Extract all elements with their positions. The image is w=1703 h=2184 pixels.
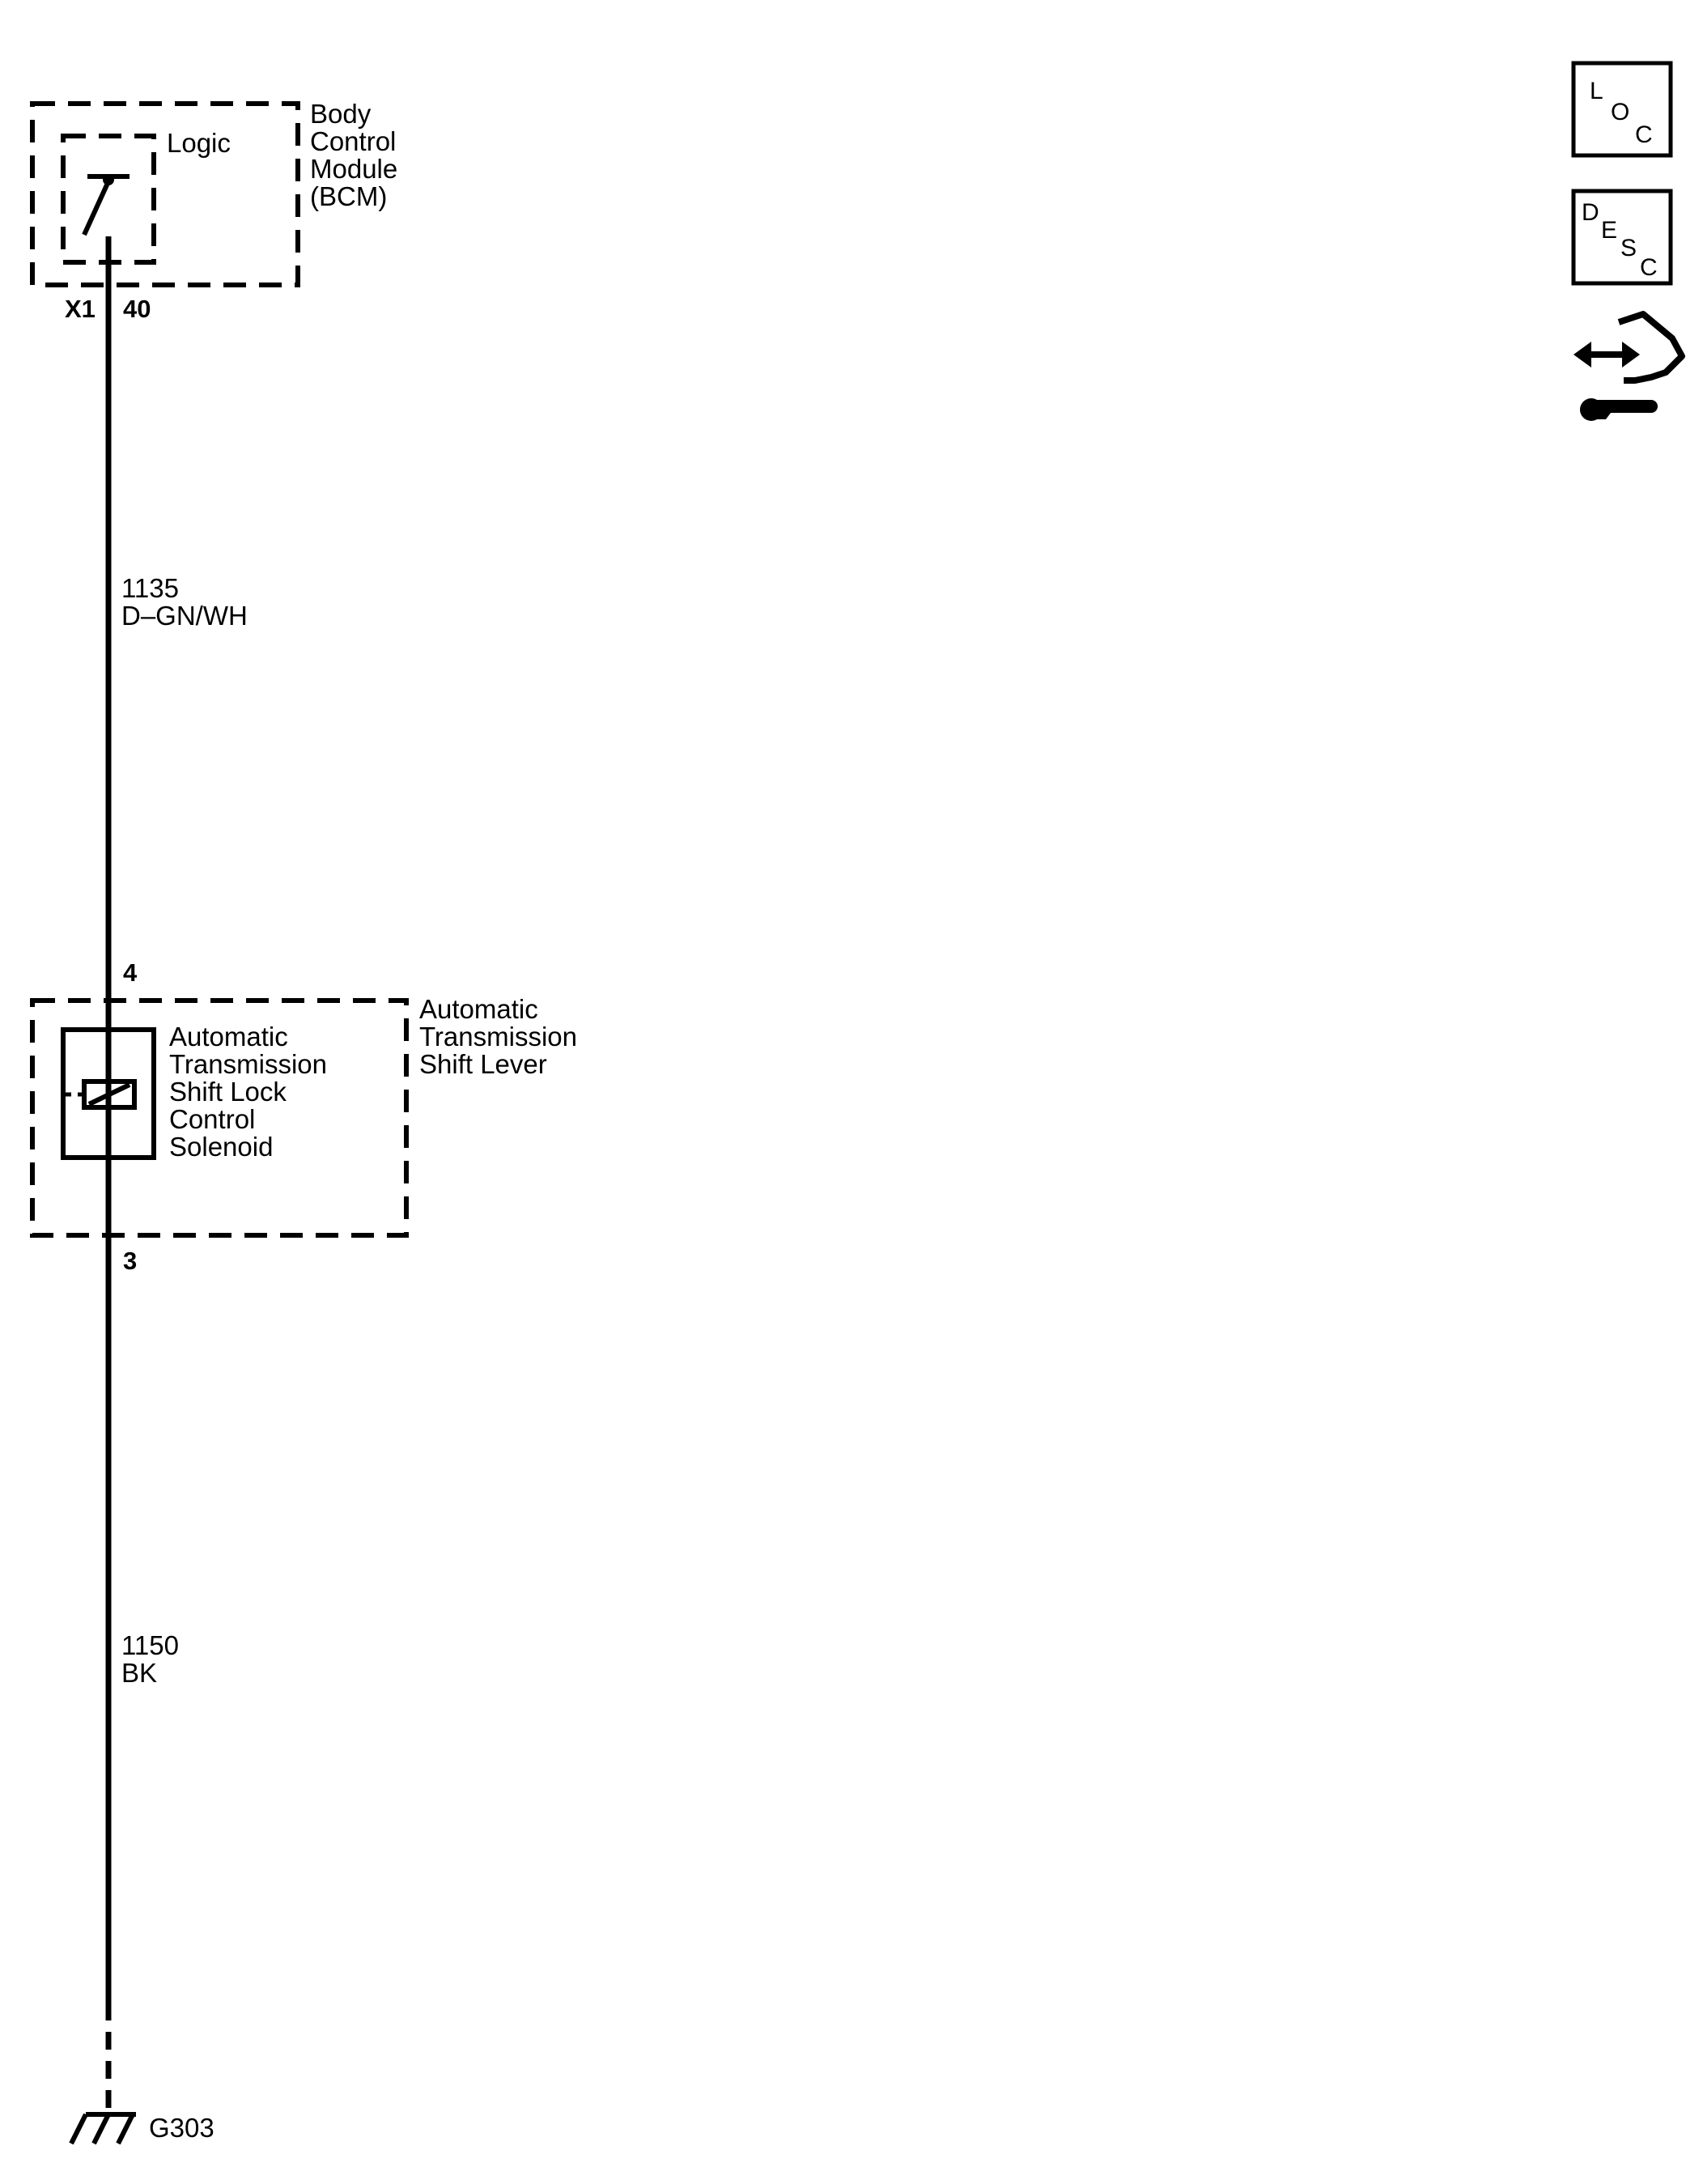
desc-icon-letter-c: C: [1640, 254, 1658, 281]
ground-hatch-2: [91, 2113, 111, 2145]
desc-icon-letter-s: S: [1620, 235, 1637, 261]
desc-icon-frame: [1571, 189, 1673, 286]
ground-hatch-3: [116, 2113, 135, 2145]
solenoid-label-line-5: Solenoid: [169, 1132, 273, 1162]
shift-lever-module: 4 Automatic Transmission Shift Lock Cont…: [30, 958, 577, 1275]
bcm-name-line-4: (BCM): [310, 181, 387, 211]
shift-lever-boundary: [30, 998, 409, 1238]
shift-lever-name-line-2: Transmission: [419, 1022, 577, 1052]
connector-end-view-icon-arrow-right: [1622, 342, 1640, 368]
desc-icon[interactable]: D E S C: [1571, 189, 1673, 286]
connector-end-view-icon-wrench: [1585, 400, 1658, 419]
loc-icon-letter-c: C: [1635, 121, 1653, 148]
bcm-name-line-2: Control: [310, 126, 396, 156]
loc-icon-frame: [1571, 61, 1673, 158]
bcm-connector-label: X1: [65, 295, 96, 323]
ground-g303: G303: [69, 2003, 214, 2145]
connector-end-view-icon[interactable]: [1573, 311, 1685, 421]
wire-bottom-circuit: 1150: [121, 1630, 179, 1660]
desc-icon-letter-e: E: [1601, 217, 1617, 244]
connector-end-view-icon-arrow-left: [1573, 342, 1591, 368]
bcm-name-line-3: Module: [310, 154, 397, 184]
shift-lever-pin-out: 3: [123, 1247, 137, 1275]
shift-lever-name-line-1: Automatic: [419, 994, 538, 1024]
ground-label: G303: [149, 2113, 214, 2143]
wire-top-circuit: 1135: [121, 573, 179, 603]
ground-hatch-1: [69, 2113, 88, 2145]
shift-lever-name-line-3: Shift Lever: [419, 1049, 547, 1079]
solenoid-coil-slash: [87, 1082, 131, 1107]
bcm-pin-label: 40: [123, 295, 151, 323]
solenoid-label-line-4: Control: [169, 1104, 255, 1134]
wire-bottom-color: BK: [121, 1658, 157, 1688]
bcm-logic-label: Logic: [167, 128, 231, 158]
connector-end-view-icon-wrench-head: [1580, 398, 1603, 421]
bcm-name-line-1: Body: [310, 99, 372, 129]
solenoid-label-line-1: Automatic: [169, 1022, 288, 1052]
wire-top-color: D–GN/WH: [121, 601, 248, 631]
solenoid-label-line-3: Shift Lock: [169, 1077, 287, 1107]
desc-icon-letter-d: D: [1582, 199, 1599, 226]
connector-end-view-icon-housing: [1617, 311, 1685, 384]
solenoid-label-line-2: Transmission: [169, 1049, 327, 1079]
loc-icon-letter-l: L: [1590, 78, 1603, 104]
bcm-switch-blade: [82, 180, 111, 236]
loc-icon-letter-o: O: [1611, 99, 1629, 125]
shift-lever-pin-in: 4: [123, 958, 138, 987]
bcm-module: Logic Body Control Module (BCM) X1 40: [30, 99, 397, 323]
bcm-boundary: [30, 101, 300, 287]
loc-icon[interactable]: L O C: [1571, 61, 1673, 158]
